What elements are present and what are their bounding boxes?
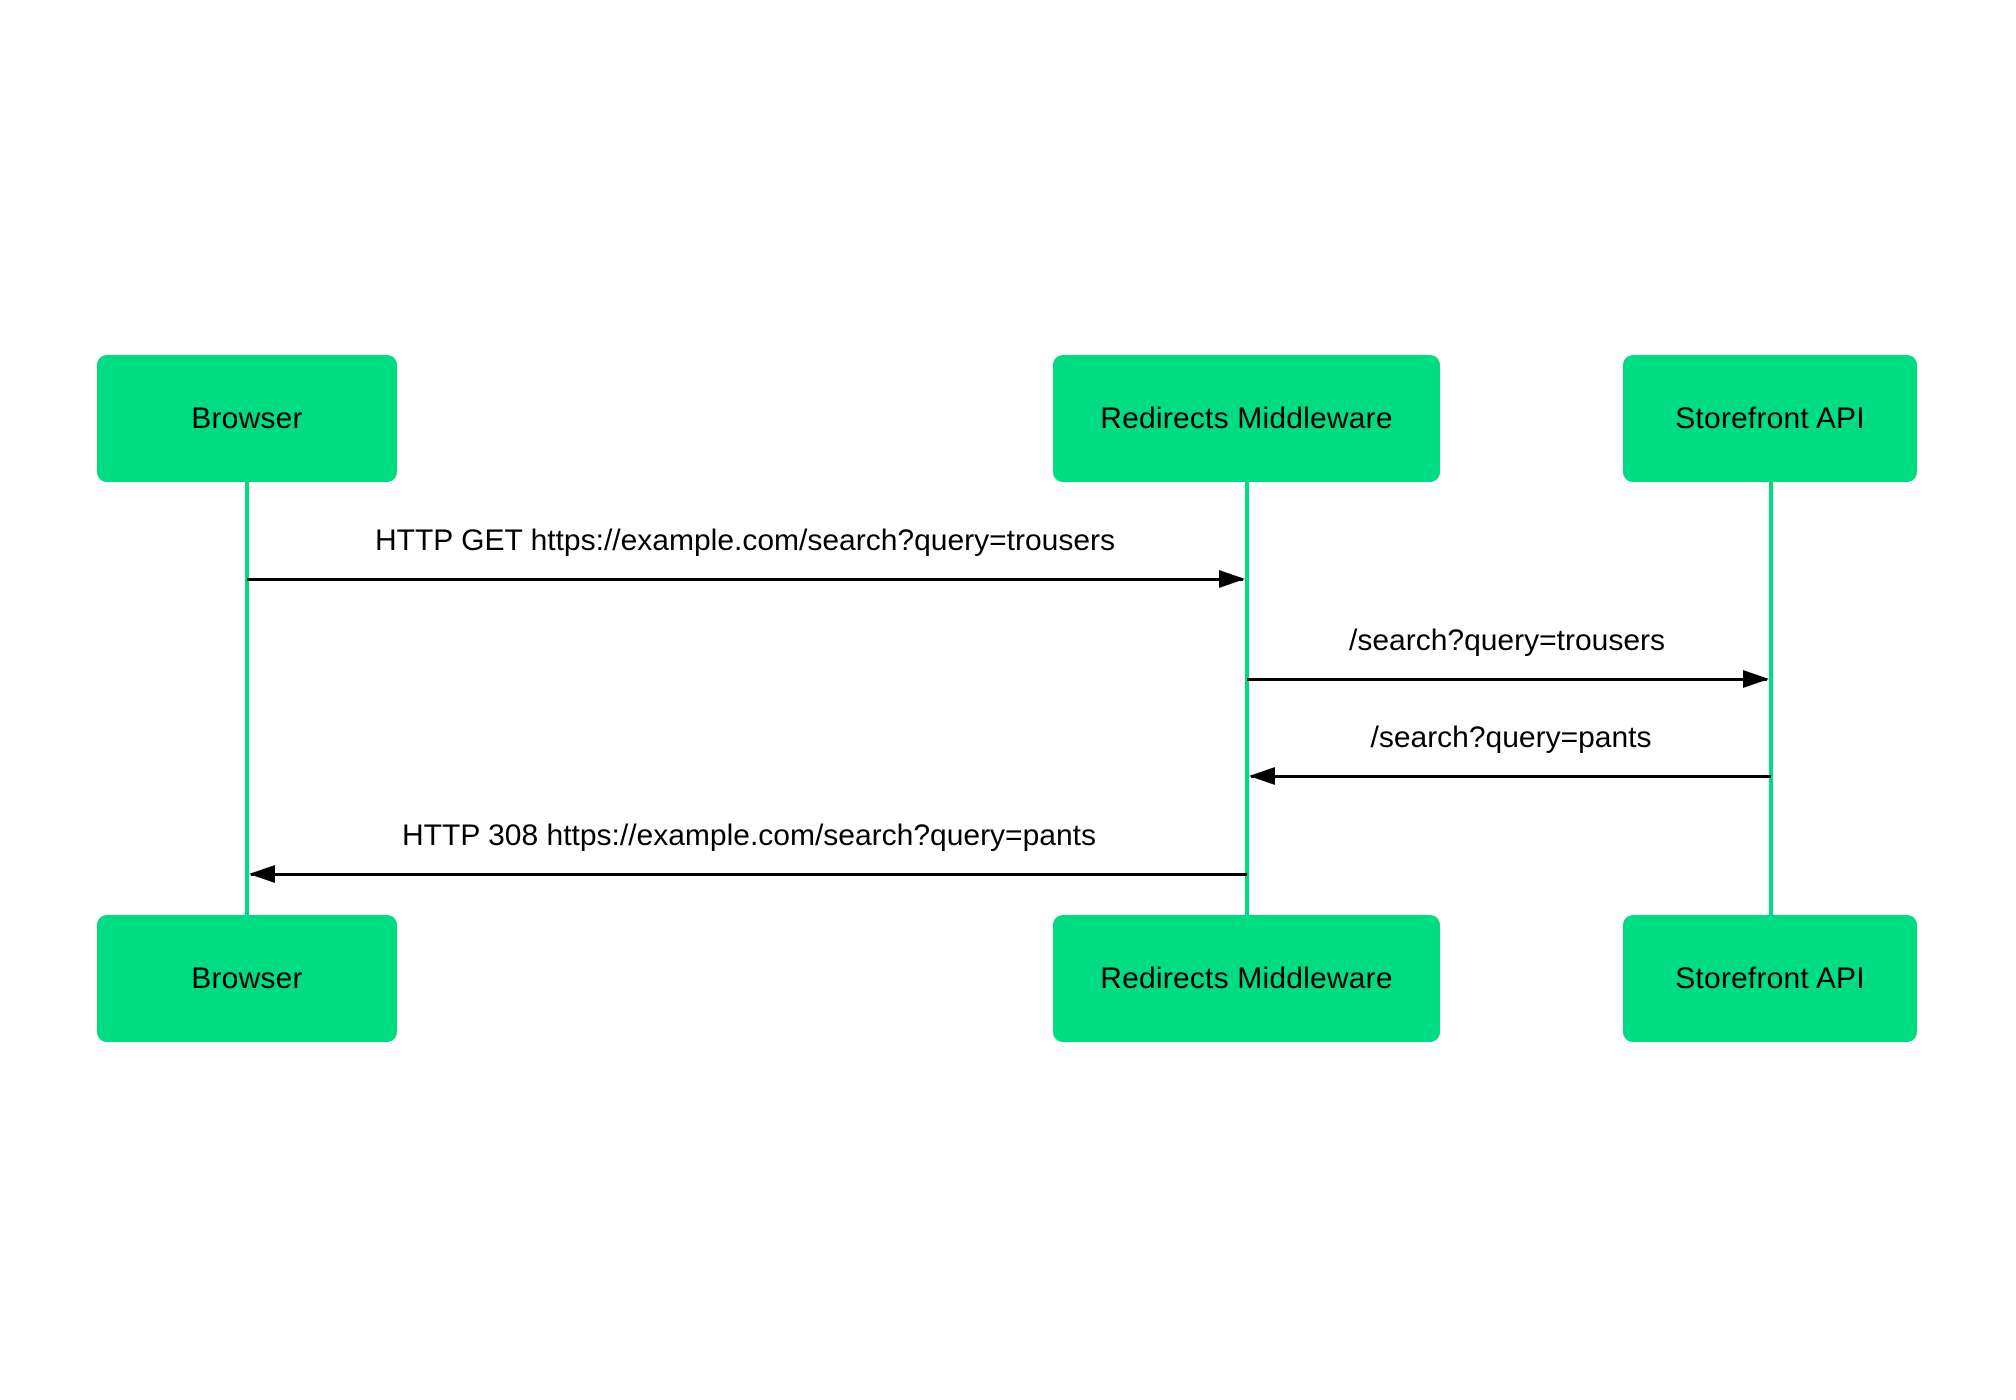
- actor-storefront-top-label: Storefront API: [1675, 401, 1865, 435]
- arrowhead-left-icon: [249, 865, 275, 883]
- actor-browser-bottom-label: Browser: [191, 961, 303, 995]
- actor-storefront-bottom-label: Storefront API: [1675, 961, 1865, 995]
- message-search-trousers-arrow: [1247, 670, 1769, 688]
- actor-middleware-bottom: Redirects Middleware: [1053, 915, 1440, 1042]
- actor-middleware-bottom-label: Redirects Middleware: [1100, 961, 1393, 995]
- arrowhead-right-icon: [1219, 570, 1245, 588]
- message-http-308: HTTP 308 https://example.com/search?quer…: [249, 816, 1247, 883]
- lifeline-browser: [245, 481, 249, 916]
- message-search-trousers-label: /search?query=trousers: [1349, 624, 1665, 657]
- message-http-get-arrow: [247, 570, 1245, 588]
- arrowhead-right-icon: [1743, 670, 1769, 688]
- actor-browser-bottom: Browser: [97, 915, 397, 1042]
- actor-middleware-top-label: Redirects Middleware: [1100, 401, 1393, 435]
- message-search-pants-label: /search?query=pants: [1370, 721, 1652, 754]
- message-http-get: HTTP GET https://example.com/search?quer…: [247, 521, 1245, 588]
- lifeline-middleware: [1245, 481, 1249, 916]
- arrowhead-left-icon: [1249, 767, 1275, 785]
- lifeline-storefront: [1769, 481, 1773, 916]
- message-http-get-label: HTTP GET https://example.com/search?quer…: [374, 524, 1116, 557]
- actor-browser-top: Browser: [97, 355, 397, 482]
- message-http-308-arrow: [249, 865, 1247, 883]
- actor-storefront-top: Storefront API: [1623, 355, 1917, 482]
- actor-browser-top-label: Browser: [191, 401, 303, 435]
- actor-middleware-top: Redirects Middleware: [1053, 355, 1440, 482]
- message-http-308-label: HTTP 308 https://example.com/search?quer…: [402, 819, 1096, 852]
- message-search-pants-arrow: [1249, 767, 1771, 785]
- actor-storefront-bottom: Storefront API: [1623, 915, 1917, 1042]
- message-search-pants: /search?query=pants: [1249, 718, 1771, 785]
- message-search-trousers: /search?query=trousers: [1247, 621, 1769, 688]
